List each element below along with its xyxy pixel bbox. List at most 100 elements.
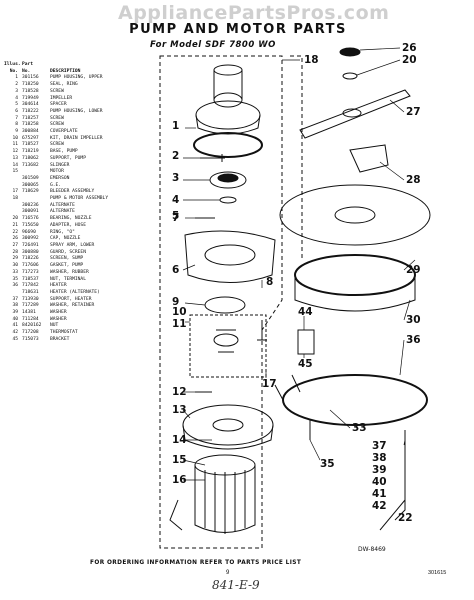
- part-no-cell: 715650: [22, 222, 39, 228]
- callout-22: 22: [398, 512, 413, 524]
- callout-11: 11: [172, 318, 187, 330]
- callout-45: 45: [298, 358, 313, 370]
- illus-no-cell: 35: [12, 276, 18, 282]
- part-no-cell: 718062: [22, 155, 39, 161]
- part-no-cell: 304614: [22, 102, 39, 108]
- callout-15: 15: [172, 454, 187, 466]
- callout-3: 3: [172, 172, 180, 184]
- callout-28: 28: [406, 174, 421, 186]
- callout-4: 4: [172, 194, 180, 206]
- callout-1: 1: [172, 120, 180, 132]
- callout-36: 36: [406, 334, 421, 346]
- handwritten-note: 841-E-9: [212, 578, 260, 592]
- illus-no-cell: 10: [12, 135, 18, 141]
- part-no-cell: 718257: [22, 115, 39, 121]
- part-no-cell: 301509: [22, 175, 39, 181]
- illus-no-cell: 26: [12, 236, 18, 242]
- table-row: 30 717606 GASKET, PUMP: [4, 263, 154, 270]
- part-no-cell: 14381: [22, 310, 36, 316]
- callout-40: 40: [372, 476, 387, 488]
- part-no-cell: 717273: [22, 269, 39, 275]
- illus-no-cell: 13: [12, 155, 18, 161]
- description-cell: THERMOSTAT: [50, 330, 78, 336]
- illus-no-cell: 12: [12, 149, 18, 155]
- callout-26: 26: [402, 42, 417, 54]
- callout-41: 41: [372, 488, 387, 500]
- table-row: 10 675297 KIT, DRAIN IMPELLER: [4, 136, 154, 143]
- description-cell: IMPELLER: [50, 95, 73, 101]
- description-cell: HEATER: [50, 283, 67, 289]
- callout-6: 6: [172, 264, 180, 276]
- part-no-cell: 718537: [22, 276, 39, 282]
- description-cell: PUMP HOUSING, LOWER: [50, 108, 103, 114]
- description-cell: GUARD, SCREEN: [50, 249, 86, 255]
- description-cell: HEATER (ALTERNATE): [50, 289, 100, 295]
- part-no-cell: 717606: [22, 263, 39, 269]
- part-no-cell: 300880: [22, 249, 39, 255]
- illus-no-cell: 20: [12, 216, 18, 222]
- part-no-cell: 713930: [22, 296, 39, 302]
- description-cell: SUPPORT, PUMP: [50, 155, 86, 161]
- illus-no-cell: 36: [12, 283, 18, 289]
- description-cell: WASHER: [50, 310, 67, 316]
- watermark: AppliancePartsPros.com: [118, 2, 390, 24]
- description-cell: NUT, TERMINAL: [50, 276, 86, 282]
- part-no-cell: 675297: [22, 135, 39, 141]
- callout-33: 33: [352, 422, 367, 434]
- callout-13: 13: [172, 404, 187, 416]
- illus-no-cell: 22: [12, 229, 18, 235]
- page-title: PUMP AND MOTOR PARTS: [129, 22, 347, 37]
- part-no-cell: 718629: [22, 189, 39, 195]
- description-cell: RING, "O": [50, 229, 75, 235]
- description-cell: G.E.: [50, 182, 62, 188]
- ordering-info-footer: FOR ORDERING INFORMATION REFER TO PARTS …: [90, 560, 302, 566]
- part-no-cell: 718631: [22, 289, 39, 295]
- header-illus: Illus.: [4, 62, 21, 67]
- callout-9: 9: [172, 296, 180, 308]
- part-no-cell: 96690: [22, 229, 36, 235]
- callout-8: 8: [266, 276, 274, 288]
- description-cell: MOTOR: [50, 169, 64, 175]
- illus-no-cell: 4: [15, 95, 18, 101]
- illus-no-cell: 6: [15, 108, 18, 114]
- description-cell: GASKET, PUMP: [50, 263, 84, 269]
- illus-no-cell: 30: [12, 263, 18, 269]
- description-cell: KIT, DRAIN IMPELLER: [50, 135, 103, 141]
- illus-no-cell: 18: [12, 196, 18, 202]
- illus-no-cell: 38: [12, 303, 18, 309]
- header-part: Part: [22, 62, 34, 67]
- illus-no-cell: 28: [12, 249, 18, 255]
- illus-no-cell: 2: [15, 82, 18, 88]
- description-cell: ALTERNATE: [50, 209, 75, 215]
- table-row: 13 718062 SUPPORT, PUMP: [4, 156, 154, 163]
- illus-no-cell: 42: [12, 330, 18, 336]
- part-no-cell: 300236: [22, 202, 39, 208]
- part-no-cell: 718226: [22, 256, 39, 262]
- description-cell: SCREW: [50, 88, 64, 94]
- part-no-cell: 300992: [22, 236, 39, 242]
